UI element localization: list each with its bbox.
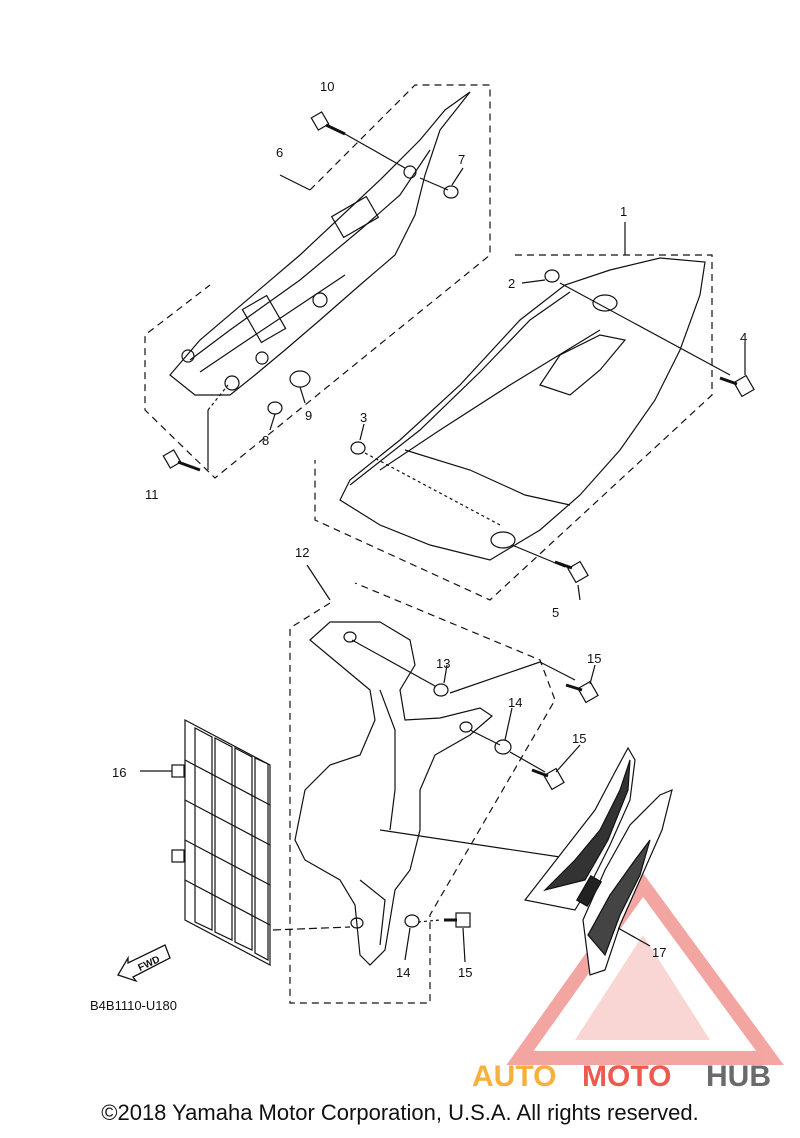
watermark-wordmark: AUTO MOTO HUB <box>472 1060 771 1093</box>
washer-14b <box>404 914 420 928</box>
watermark-moto: MOTO <box>582 1060 671 1093</box>
group-frame-6 <box>144 84 491 479</box>
callout-15c: 15 <box>458 965 472 980</box>
radiator-louver-16 <box>140 719 271 966</box>
bolt-15a <box>565 680 599 704</box>
callout-1: 1 <box>620 204 627 219</box>
side-cover-left-group <box>144 84 491 479</box>
collar-9 <box>289 370 311 388</box>
radiator-cover-group <box>272 564 599 1004</box>
shroud-right-group <box>314 222 755 601</box>
callout-13: 13 <box>436 656 450 671</box>
callout-9: 9 <box>305 408 312 423</box>
callout-14b: 14 <box>396 965 410 980</box>
grommet-16b <box>171 849 185 863</box>
side-cover-6 <box>169 91 471 396</box>
callout-10: 10 <box>320 79 334 94</box>
callout-labels: 1 2 3 4 5 6 7 8 9 10 11 12 13 14 14 14 1… <box>90 79 747 1013</box>
callout-5: 5 <box>552 605 559 620</box>
graphic-decal-17 <box>523 746 673 976</box>
group-frame-1 <box>314 254 713 601</box>
callout-7: 7 <box>458 152 465 167</box>
part-code: B4B1110-U180 <box>90 998 177 1013</box>
fwd-arrow-icon: FWD <box>117 944 171 983</box>
callout-3: 3 <box>360 410 367 425</box>
washer-7 <box>443 185 459 199</box>
grommet-16a <box>171 764 185 778</box>
shroud-1 <box>339 257 706 561</box>
callout-2: 2 <box>508 276 515 291</box>
callout-15a: 15 <box>587 651 601 666</box>
callout-6: 6 <box>276 145 283 160</box>
washer-8 <box>267 401 283 415</box>
callout-11: 11 <box>145 487 159 502</box>
callout-4: 4 <box>740 330 747 345</box>
bolt-15b <box>531 767 565 791</box>
radiator-cover-12 <box>294 621 493 966</box>
callout-16: 16 <box>112 765 126 780</box>
washer-3 <box>350 441 366 455</box>
bolt-10 <box>310 111 346 136</box>
group-frame-12 <box>289 582 556 1004</box>
callout-12: 12 <box>295 545 309 560</box>
callout-14a: 14 <box>508 695 522 710</box>
watermark-hub: HUB <box>706 1060 771 1093</box>
watermark-auto: AUTO <box>472 1060 556 1093</box>
bolt-5 <box>554 560 589 584</box>
copyright-notice: ©2018 Yamaha Motor Corporation, U.S.A. A… <box>101 1100 699 1125</box>
callout-8: 8 <box>262 433 269 448</box>
bolt-4 <box>719 374 755 398</box>
bolt-15c <box>444 912 471 928</box>
watermark-logo-triangle <box>506 873 784 1065</box>
callout-15b: 15 <box>572 731 586 746</box>
washer-2 <box>544 269 560 283</box>
callout-17: 17 <box>652 945 666 960</box>
washer-13 <box>433 683 449 697</box>
bolt-11 <box>162 449 201 472</box>
washer-14a <box>494 739 512 755</box>
